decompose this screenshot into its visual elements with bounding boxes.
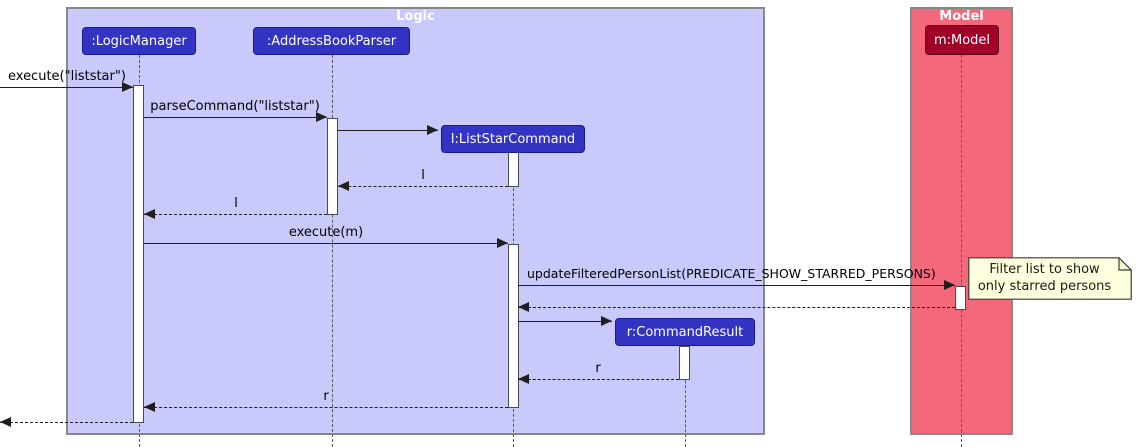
message-line-4 (144, 214, 327, 215)
message-line-5 (144, 243, 508, 244)
message-label-0: execute("liststar") (8, 69, 126, 84)
note-text-line-2: only starred persons (977, 279, 1112, 294)
frame-model-title: Model (939, 9, 984, 24)
arrowhead-7 (518, 302, 529, 312)
arrowhead-8 (601, 316, 612, 326)
message-label-5: execute(m) (288, 225, 364, 240)
note-text-line-1: Filter list to show (989, 262, 1100, 277)
message-line-0 (0, 87, 133, 88)
message-label-1: parseCommand("liststar") (150, 99, 320, 114)
note-shape (968, 257, 1132, 300)
arrowhead-2 (427, 125, 438, 135)
message-label-3: l (421, 168, 425, 183)
arrowhead-9 (518, 374, 529, 384)
participant-logicmanager: :LogicManager (82, 27, 196, 55)
activation-bar-0 (133, 85, 144, 423)
activation-bar-1 (327, 118, 338, 215)
activation-bar-3 (508, 244, 519, 408)
message-line-11 (0, 422, 133, 423)
message-label-9: r (595, 361, 601, 376)
arrowhead-0 (122, 82, 133, 92)
arrowhead-5 (497, 238, 508, 248)
activation-bar-4 (679, 346, 690, 380)
message-label-10: r (323, 389, 329, 404)
message-line-6 (518, 285, 955, 286)
arrowhead-1 (316, 112, 327, 122)
arrowhead-10 (144, 402, 155, 412)
arrowhead-6 (944, 280, 955, 290)
frame-logic (66, 7, 765, 435)
message-line-2 (338, 130, 438, 131)
participant-liststarcommand: l:ListStarCommand (441, 125, 585, 153)
message-line-3 (338, 186, 508, 187)
note (968, 257, 1132, 300)
message-line-1 (144, 117, 327, 118)
message-label-6: updateFilteredPersonList(PREDICATE_SHOW_… (527, 266, 936, 281)
note-fold-icon (1118, 257, 1132, 271)
message-line-10 (144, 407, 508, 408)
arrowhead-4 (144, 209, 155, 219)
participant-commandresult: r:CommandResult (615, 318, 755, 346)
message-line-9 (518, 379, 679, 380)
frame-logic-title: Logic (396, 9, 435, 24)
activation-bar-5 (955, 286, 966, 310)
arrowhead-11 (0, 417, 11, 427)
message-line-8 (518, 321, 612, 322)
message-label-4: l (234, 196, 238, 211)
lifeline-commandresult (685, 346, 686, 447)
participant-model: m:Model (925, 25, 999, 55)
lifeline-model (961, 55, 962, 447)
lifeline-addressbookparser (332, 55, 333, 447)
message-line-7 (518, 307, 955, 308)
arrowhead-3 (338, 181, 349, 191)
participant-addressbookparser: :AddressBookParser (253, 27, 410, 55)
